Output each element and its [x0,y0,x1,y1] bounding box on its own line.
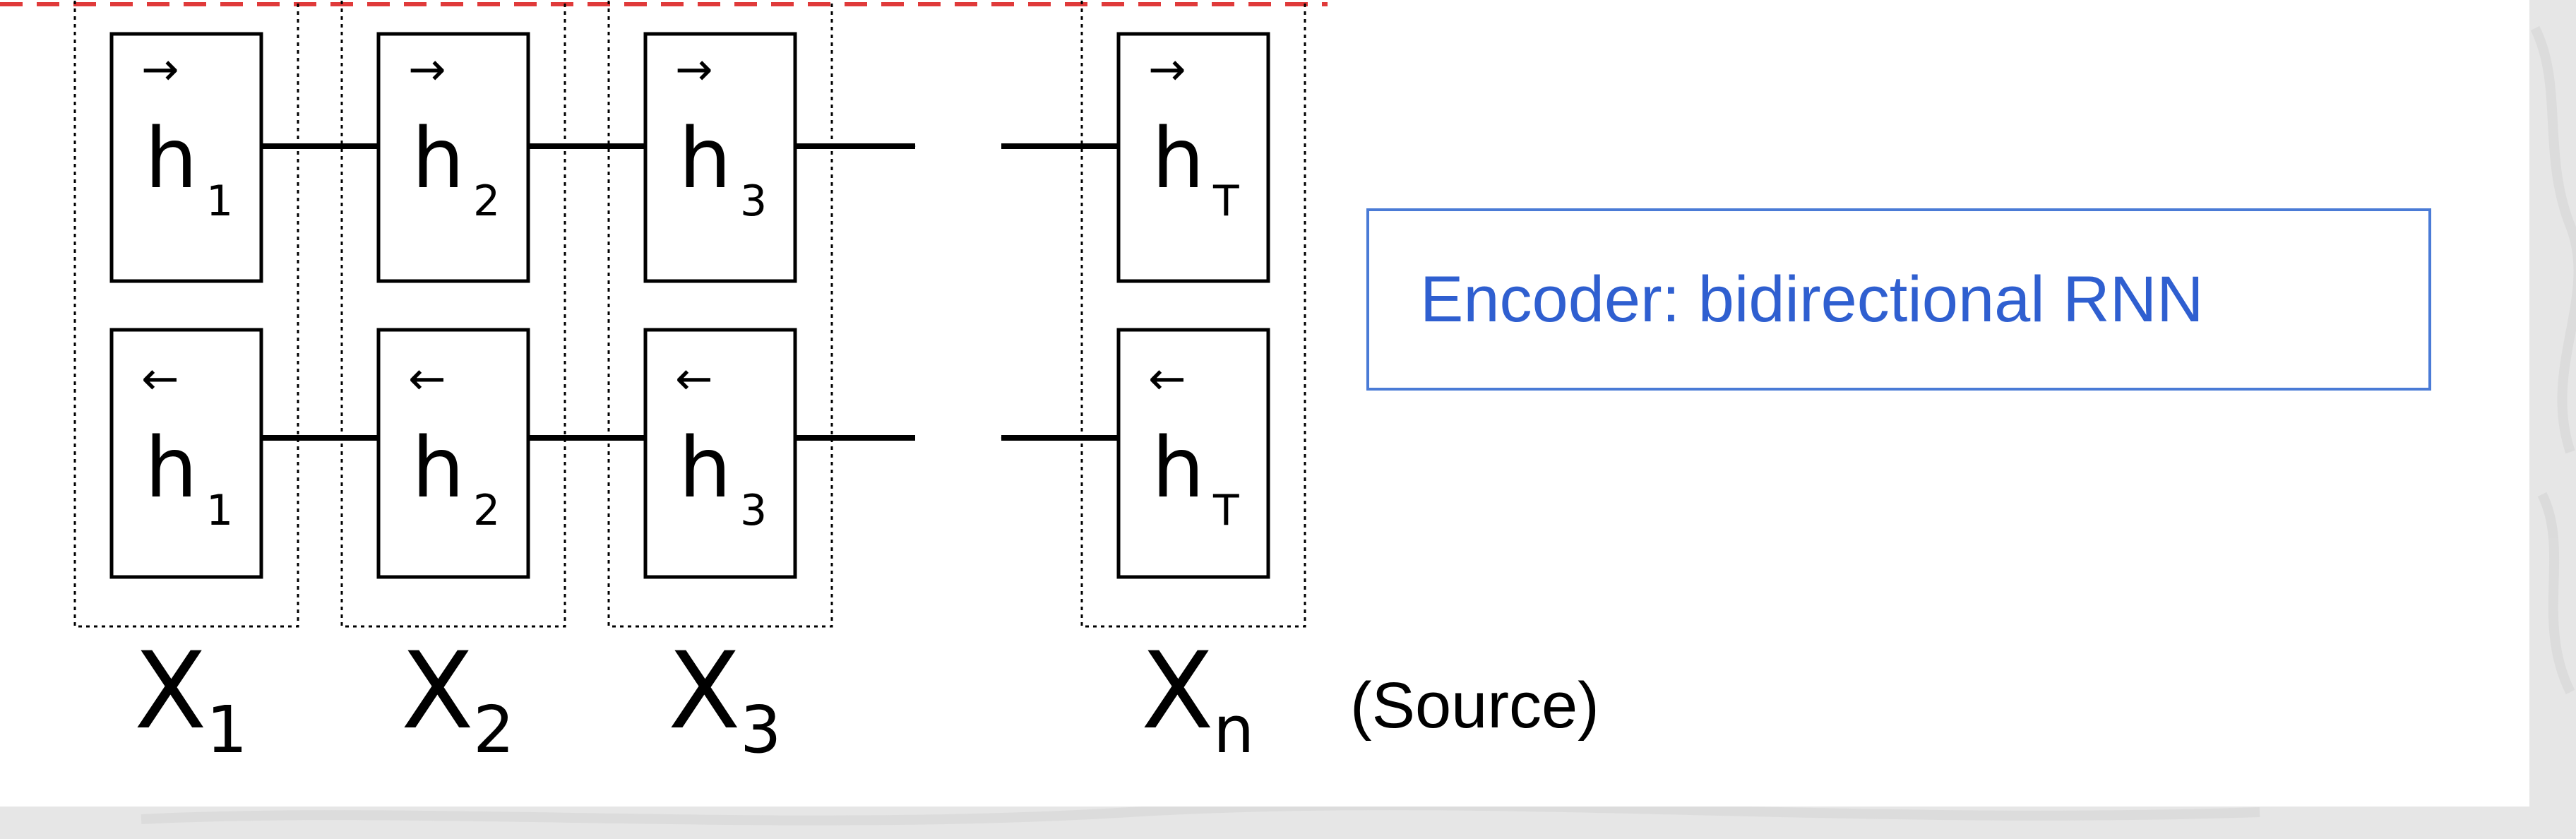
column-group-2 [340,0,566,628]
svg-text:h: h [1152,109,1205,207]
svg-text:1: 1 [206,177,233,226]
source-label: (Source) [1350,670,1599,742]
svg-text:h: h [412,419,465,516]
svg-text:3: 3 [740,692,782,768]
svg-text:n: n [1213,692,1254,768]
svg-text:X: X [1141,630,1214,753]
svg-text:1: 1 [206,486,233,535]
svg-text:→: → [408,44,446,96]
svg-text:X: X [401,630,474,753]
svg-text:←: ← [141,353,179,405]
svg-text:T: T [1212,177,1239,226]
backward-box-3 [643,328,797,579]
svg-text:h: h [679,109,732,207]
svg-text:h: h [145,419,198,516]
svg-text:h: h [679,419,732,516]
svg-text:2: 2 [473,486,500,535]
svg-text:3: 3 [740,177,767,226]
svg-text:3: 3 [740,486,767,535]
forward-state-label-1: → h 1 [141,44,233,226]
svg-text:→: → [141,44,179,96]
svg-text:2: 2 [473,177,500,226]
forward-box-1 [109,32,263,283]
svg-text:2: 2 [473,692,515,768]
backward-box-2 [376,328,530,579]
backward-state-label-1: ← h 1 [141,353,233,535]
backward-state-label-T: ← h T [1148,353,1239,535]
forward-state-label-2: → h 2 [408,44,500,226]
forward-box-2 [376,32,530,283]
svg-text:←: ← [675,353,713,405]
svg-text:h: h [412,109,465,207]
svg-text:h: h [1152,419,1205,516]
backward-state-label-3: ← h 3 [675,353,767,535]
backward-state-label-2: ← h 2 [408,353,500,535]
svg-text:←: ← [1148,353,1186,405]
svg-text:X: X [668,630,741,753]
encoder-label-text: Encoder: bidirectional RNN [1420,263,2204,335]
encoder-label-box: Encoder: bidirectional RNN [1366,208,2431,391]
input-label-2: X 2 [401,630,515,768]
forward-state-label-3: → h 3 [675,44,767,226]
forward-box-3 [643,32,797,283]
column-group-n [1080,0,1306,628]
svg-text:X: X [134,630,207,753]
svg-text:h: h [145,109,198,207]
forward-state-label-T: → h T [1148,44,1239,226]
column-group-1 [73,0,299,628]
backward-box-1 [109,328,263,579]
input-label-3: X 3 [668,630,782,768]
svg-text:T: T [1212,486,1239,535]
backward-box-T [1116,328,1270,579]
svg-text:1: 1 [206,692,248,768]
svg-text:→: → [1148,44,1186,96]
forward-box-T [1116,32,1270,283]
svg-text:→: → [675,44,713,96]
column-group-3 [607,0,833,628]
svg-text:←: ← [408,353,446,405]
input-label-n: X n [1141,630,1254,768]
input-label-1: X 1 [134,630,248,768]
